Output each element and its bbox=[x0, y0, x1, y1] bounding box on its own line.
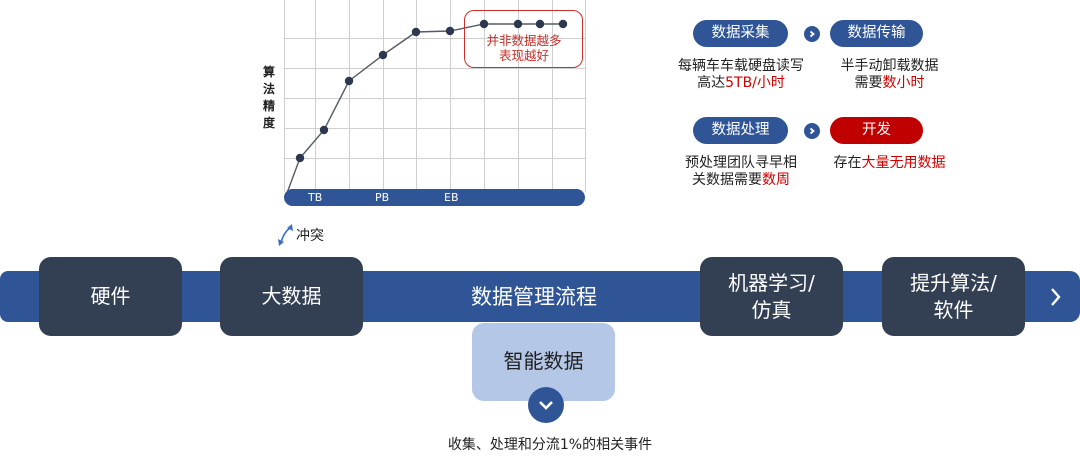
flow-title: 数据管理流程 bbox=[471, 285, 597, 309]
desc-line: 关数据需要数周 bbox=[672, 172, 810, 189]
stage-label: 大数据 bbox=[261, 284, 322, 308]
callout-box bbox=[464, 10, 583, 68]
chevron-right-icon bbox=[804, 26, 820, 42]
pill-development: 开发 bbox=[830, 117, 923, 144]
x-tick-eb: EB bbox=[444, 191, 459, 204]
stage-hardware[interactable]: 硬件 bbox=[39, 257, 182, 336]
desc-line: 存在大量无用数据 bbox=[822, 155, 957, 172]
stage-label-line-2: 软件 bbox=[933, 297, 974, 322]
double-arrow-icon bbox=[278, 224, 293, 246]
accuracy-vs-data-chart: 算法精度 TB PB EB 并非数据越多 表现越好 bbox=[0, 0, 600, 215]
smart-data-caption: 收集、处理和分流1%的相关事件 bbox=[447, 437, 653, 453]
chevron-right-icon[interactable] bbox=[1049, 286, 1063, 308]
desc-highlight: 数周 bbox=[762, 172, 790, 188]
stage-label-line-2: 仿真 bbox=[751, 297, 792, 322]
stage-ml-simulation[interactable]: 机器学习/ 仿真 bbox=[700, 257, 843, 336]
desc-data-collection: 每辆车车载硬盘读写 高达5TB/小时 bbox=[672, 58, 810, 92]
stage-label-line-1: 机器学习/ bbox=[728, 270, 815, 295]
chevron-down-icon[interactable] bbox=[528, 387, 564, 423]
pill-data-transfer: 数据传输 bbox=[830, 20, 923, 47]
conflict-indicator: 冲突 bbox=[278, 224, 324, 246]
desc-line: 预处理团队寻早相 bbox=[685, 155, 797, 171]
callout-line-1: 并非数据越多 bbox=[486, 33, 562, 48]
pill-data-processing: 数据处理 bbox=[693, 117, 788, 144]
desc-highlight: 数小时 bbox=[882, 75, 925, 91]
callout-line-2: 表现越好 bbox=[498, 48, 549, 63]
y-axis-label: 算法精度 bbox=[262, 65, 275, 130]
stage-label: 硬件 bbox=[90, 284, 131, 308]
desc-line: 半手动卸载数据 bbox=[840, 58, 939, 74]
desc-text: 高达 bbox=[697, 75, 726, 91]
x-tick-pb: PB bbox=[375, 191, 390, 204]
desc-line: 高达5TB/小时 bbox=[672, 75, 810, 92]
pill-data-collection: 数据采集 bbox=[693, 20, 788, 47]
x-tick-tb: TB bbox=[308, 191, 323, 204]
desc-highlight: 大量无用数据 bbox=[861, 155, 946, 171]
desc-development: 存在大量无用数据 bbox=[822, 155, 957, 172]
desc-text: 需要 bbox=[854, 75, 883, 91]
chart-plot bbox=[284, 0, 586, 194]
chevron-right-icon bbox=[804, 123, 820, 139]
stage-improve-algorithm-software[interactable]: 提升算法/ 软件 bbox=[882, 257, 1025, 336]
desc-highlight: 5TB/小时 bbox=[725, 75, 785, 91]
desc-line: 需要数小时 bbox=[822, 75, 957, 92]
smart-data-label: 智能数据 bbox=[503, 348, 584, 373]
stage-big-data[interactable]: 大数据 bbox=[220, 257, 363, 336]
data-markers bbox=[295, 19, 568, 163]
x-axis-bar bbox=[284, 189, 585, 206]
desc-text: 存在 bbox=[833, 155, 862, 171]
conflict-label: 冲突 bbox=[296, 228, 324, 244]
callout-text: 并非数据越多 表现越好 bbox=[466, 33, 582, 63]
desc-text: 关数据需要 bbox=[692, 172, 762, 188]
desc-data-transfer: 半手动卸载数据 需要数小时 bbox=[822, 58, 957, 92]
stage-label-line-1: 提升算法/ bbox=[910, 270, 997, 295]
desc-line: 每辆车车载硬盘读写 bbox=[678, 58, 804, 74]
desc-data-processing: 预处理团队寻早相 关数据需要数周 bbox=[672, 155, 810, 189]
